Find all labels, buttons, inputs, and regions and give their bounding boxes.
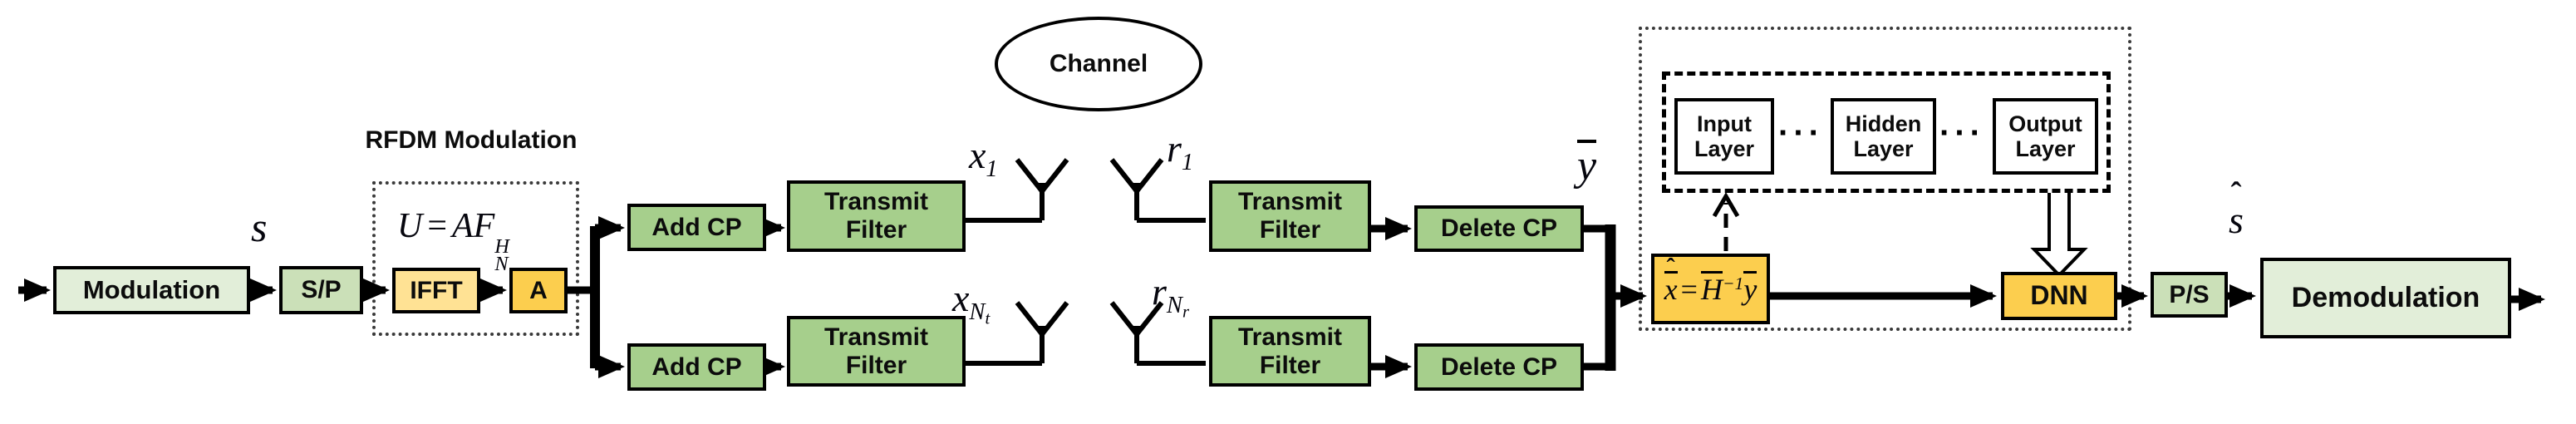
- rx-antenna-1-feed: [1130, 183, 1143, 198]
- tx-filter-block-1: Transmit Filter: [787, 180, 966, 252]
- ybar-signal-label: y: [1577, 140, 1597, 190]
- tx-filter-label-2: Transmit Filter: [823, 323, 929, 379]
- modulation-label: Modulation: [82, 274, 221, 304]
- rx-antenna-2-feed: [1130, 326, 1143, 341]
- demodulation-label: Demodulation: [2291, 282, 2480, 314]
- u-var: U: [397, 207, 423, 245]
- neural-network-groupbox: [1662, 71, 2111, 193]
- rx-filter-label-2: Transmit Filter: [1237, 323, 1343, 379]
- add-cp-block-1: Add CP: [627, 204, 766, 251]
- a-matrix-block: A: [509, 268, 568, 313]
- tx-antenna-2-feed: [1035, 326, 1049, 341]
- nn-output-layer-box: Output Layer: [1993, 98, 2098, 175]
- delete-cp-block-2: Delete CP: [1414, 343, 1584, 391]
- xnt-signal-label: xNt: [952, 277, 991, 328]
- x1-signal-label: x1: [969, 134, 998, 182]
- rx-filter-block-2: Transmit Filter: [1209, 316, 1371, 387]
- h-inverse-exponent: −1: [1722, 274, 1744, 294]
- dnn-label: DNN: [2030, 280, 2088, 311]
- rx-antenna-1: [1109, 158, 1206, 223]
- add-cp-label-1: Add CP: [651, 213, 742, 241]
- channel-node: Channel: [995, 17, 1202, 111]
- u-equals: =: [427, 207, 448, 245]
- nn-hidden-layer-box: Hidden Layer: [1831, 98, 1936, 175]
- ps-label: P/S: [2169, 280, 2210, 308]
- rfdm-modulation-title: RFDM Modulation: [365, 126, 578, 154]
- double-arrow-nn-to-dnn: [2030, 193, 2088, 278]
- tx-antenna-2: [966, 301, 1069, 366]
- y-bar-in-formula: y: [1743, 271, 1757, 307]
- rx-antenna-2: [1109, 301, 1206, 366]
- rnr-signal-label: rNr: [1152, 270, 1189, 322]
- delete-cp-label-1: Delete CP: [1440, 214, 1558, 243]
- add-cp-block-2: Add CP: [627, 343, 766, 391]
- rx-filter-block-1: Transmit Filter: [1209, 180, 1371, 252]
- nn-dots-1: ···: [1778, 115, 1824, 151]
- nn-dots-2: ···: [1939, 115, 1985, 151]
- s-signal-label: s: [251, 204, 268, 250]
- af-vars: AF: [452, 207, 495, 245]
- tx-filter-label-1: Transmit Filter: [823, 188, 929, 244]
- ps-block: P/S: [2151, 272, 2228, 318]
- nn-input-layer-box: Input Layer: [1674, 98, 1774, 175]
- ifft-label: IFFT: [410, 276, 463, 304]
- rfdm-modulation-groupbox: [372, 181, 579, 336]
- h-bar: H: [1700, 271, 1723, 307]
- nn-input-layer-label: Input Layer: [1694, 111, 1755, 161]
- channel-label: Channel: [1049, 50, 1148, 77]
- dashed-arrow-head: [1712, 192, 1740, 218]
- tx-antenna-1: [966, 158, 1069, 223]
- modulation-block: Modulation: [53, 266, 250, 314]
- receiver-dnn-groupbox: [1639, 27, 2131, 331]
- nn-hidden-layer-label: Hidden Layer: [1845, 111, 1922, 161]
- tx-antenna-1-feed: [1035, 183, 1049, 198]
- dnn-block: DNN: [2001, 272, 2117, 320]
- a-matrix-label: A: [529, 276, 548, 304]
- nn-output-layer-label: Output Layer: [2008, 111, 2082, 161]
- equals-sign: =: [1680, 273, 1698, 307]
- add-cp-label-2: Add CP: [651, 353, 742, 381]
- delete-cp-label-2: Delete CP: [1440, 353, 1558, 381]
- r1-signal-label: r1: [1167, 127, 1194, 175]
- sp-label: S/P: [301, 276, 342, 304]
- delete-cp-block-1: Delete CP: [1414, 205, 1584, 252]
- tx-filter-block-2: Transmit Filter: [787, 316, 966, 387]
- sp-block: S/P: [279, 266, 363, 314]
- demodulation-block: Demodulation: [2260, 258, 2511, 338]
- rx-filter-label-1: Transmit Filter: [1237, 188, 1343, 244]
- ifft-block: IFFT: [392, 268, 480, 313]
